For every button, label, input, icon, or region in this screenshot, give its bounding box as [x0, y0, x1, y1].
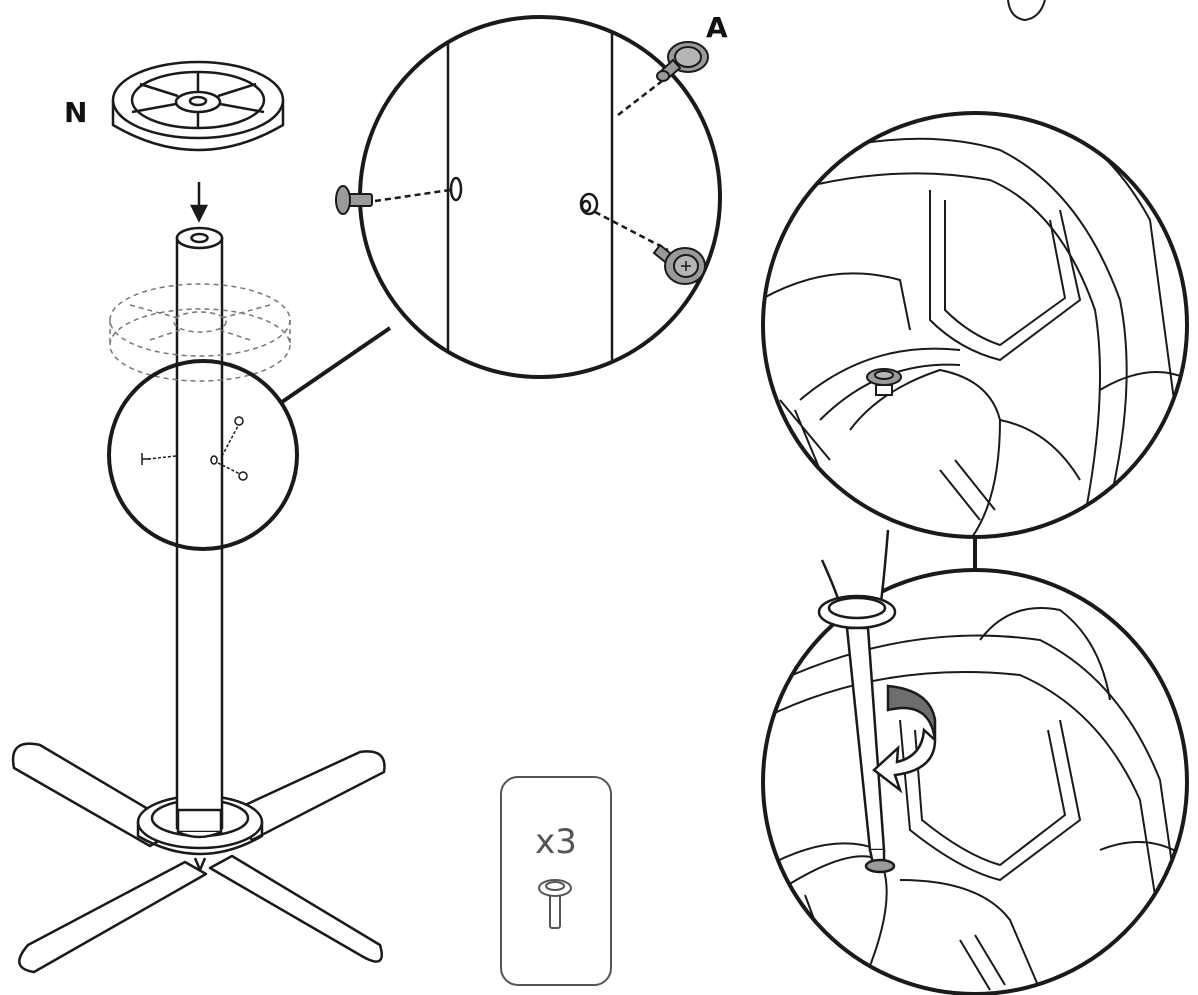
- magnified-wheel-top: [761, 111, 1189, 539]
- partial-part-outline: [1007, 0, 1046, 22]
- part-a-label: A: [706, 11, 728, 44]
- screwdriver: [817, 529, 897, 874]
- screw-icon: [652, 243, 706, 285]
- rotate-arrow-icon: [872, 684, 937, 794]
- pole-detail-circle: [107, 359, 299, 551]
- part-n-label: N: [64, 96, 88, 129]
- quantity-count: x3: [535, 822, 577, 862]
- arrow-down-icon: [189, 182, 209, 223]
- screw-icon: [335, 185, 373, 215]
- screw-icon: [538, 879, 572, 929]
- part-n-wheel: [111, 60, 285, 152]
- magnified-wheel-bottom: [761, 568, 1189, 995]
- quantity-box: x3: [500, 776, 612, 986]
- part-n-ghost: [109, 283, 291, 382]
- detail-connector: [280, 326, 392, 404]
- pole: [175, 226, 224, 839]
- screw-a-icon: [656, 41, 709, 82]
